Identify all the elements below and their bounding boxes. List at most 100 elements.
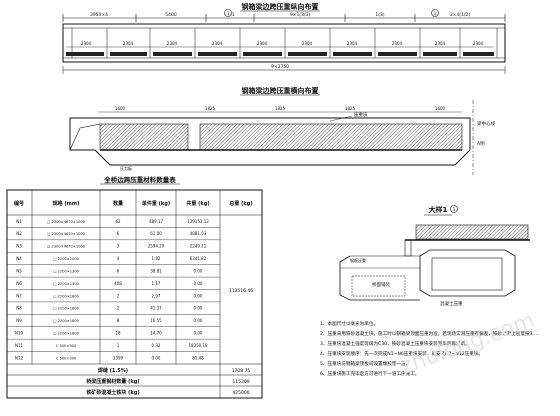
dim-section-5: 1600 xyxy=(435,106,446,111)
table-cell: N3 xyxy=(16,244,22,249)
dim-top-6: 3×4(1/2) xyxy=(450,12,470,18)
label-box-deck: 桥面铺装 xyxy=(372,281,390,288)
table-cell: 19350.18 xyxy=(188,343,208,348)
dim-total-length: 9×3750 xyxy=(271,64,289,70)
table-cell: □ 2300×4670×1000 xyxy=(47,232,86,236)
table-cell: 1.17 xyxy=(152,281,161,286)
notes: 1、本图尺寸以毫米为单位。 2、压重采用铁砂混凝土块，施工时以钢箱梁顶面压重为准，… xyxy=(320,320,539,377)
dim-top-5: 1(3) xyxy=(375,12,384,18)
table-cell: N1 xyxy=(16,219,22,224)
table-cell: C 500×300 xyxy=(56,356,77,360)
note-line: 4、压重块安装顺序：先一次完成N1~N6压重块安装，再安装N7~N12压重块。 xyxy=(320,350,483,357)
table-cell: 6341.82 xyxy=(190,256,207,261)
table-cell: 0.00 xyxy=(194,331,203,336)
table-cell: 1.82 xyxy=(152,256,161,261)
table-cell: 38.81 xyxy=(150,268,162,273)
table-cell: □ 2300×4670×1000 xyxy=(47,245,86,249)
dim-top-2: 5400 xyxy=(165,12,177,18)
cross-section-title: 钢箱梁边跨压重横向布置 xyxy=(242,86,319,95)
table-cell: □ 2200×1300 xyxy=(53,269,80,273)
table-cell: N5 xyxy=(16,268,22,273)
dim-mid-6: 2304 xyxy=(302,41,313,46)
table-cell: 139153.12 xyxy=(187,219,209,224)
table-cell: N9 xyxy=(16,318,22,323)
table-cell: 2.97 xyxy=(152,293,161,298)
summary-concrete-label: 铁矿砂混凝土铁块 (kg) xyxy=(86,389,139,396)
table-cell: N11 xyxy=(15,343,24,348)
table-cell: 0.00 xyxy=(194,293,203,298)
summary-weld-label: 焊缝 (1.5%) xyxy=(98,367,128,374)
label-centerline: 梁中心线 xyxy=(477,120,495,127)
th-qty: 数量 xyxy=(113,200,123,207)
table-cell: 8 xyxy=(117,318,120,323)
table-cell: 81.48 xyxy=(192,355,204,360)
table-cell: □ 2200×1800 xyxy=(53,294,80,298)
table-cell: N6 xyxy=(16,281,22,286)
dim-mid-9: 2304 xyxy=(435,41,446,46)
dim-mid-1: 2304 xyxy=(81,41,92,46)
label-pad: 压力板 xyxy=(120,165,132,171)
table-cell: □ 2300×4670×1000 xyxy=(47,220,86,224)
label-ballast: 压重块 xyxy=(354,111,368,118)
table-cell: 0.32 xyxy=(152,343,161,348)
table-cell: 14.70 xyxy=(150,331,162,336)
table-cell: 16.55 xyxy=(150,318,162,323)
table-cell: 2 xyxy=(117,293,120,298)
elevation-view: 3950×4 5400 9×1 9×1(3/3) 1(3) 3×4(1/2) 钢… xyxy=(62,2,506,74)
th-no: 编号 xyxy=(14,200,24,207)
table-cell: 0.00 xyxy=(194,318,203,323)
dim-mid-10: 2304 xyxy=(473,41,484,46)
dim-section-4: 1825 xyxy=(345,106,356,111)
table-cell: □ 2200×1300 xyxy=(53,282,80,286)
material-table: 全桥边跨压重材料数量表 编号 规格 (mm) 数量 单件重 (kg) 共重 (k… xyxy=(6,175,263,399)
callout-2: 1 xyxy=(434,11,437,17)
table-cell: 1 xyxy=(117,343,120,348)
table-cell: N4 xyxy=(16,256,22,261)
table-cell: N2 xyxy=(16,231,22,236)
note-line: 2、压重采用铁砂混凝土块，施工时以钢箱梁顶面压重为准，若现场实测压重有偏差，铁砂… xyxy=(320,330,539,337)
table-cell: 2249.11 xyxy=(190,244,207,249)
table-cell: 6 xyxy=(117,231,120,236)
label-concrete: 混凝土压重 xyxy=(440,300,463,307)
table-cell: 61.00 xyxy=(150,231,162,236)
dim-top-4: 9×1(3/3) xyxy=(290,12,310,18)
cross-section-view: 钢箱梁边跨压重横向布置 1600 1825 1825 1825 1600 压重块… xyxy=(69,86,495,175)
note-line: 3、压重块混凝土强度等级为C30，铁砂混凝土压重块安装完毕后再浇筑。 xyxy=(320,340,470,347)
table-cell: 0.00 xyxy=(194,306,203,311)
table-cell: □ 2200×1000 xyxy=(53,257,80,261)
summary-steel-label: 桥梁压重钢材数量 (kg) xyxy=(86,378,139,385)
th-total: 共重 (kg) xyxy=(186,200,209,207)
dim-section-3: 1825 xyxy=(275,106,286,111)
table-cell: N12 xyxy=(15,355,24,360)
table-cell: 0.00 xyxy=(194,281,203,286)
table-cell: □ 2200×1800 xyxy=(53,307,80,311)
dim-section-1: 1600 xyxy=(115,106,126,111)
note-line: 1、本图尺寸以毫米为单位。 xyxy=(320,320,378,327)
table-cell: 408 xyxy=(114,281,122,286)
label-steel: 钢板压重 xyxy=(350,257,366,263)
callout-1: 1 xyxy=(227,11,230,17)
table-cell: 0.00 xyxy=(152,355,161,360)
summary-concrete-value: 425000 xyxy=(232,390,249,396)
table-cell: 3 xyxy=(117,244,120,249)
th-grand: 总重 (kg) xyxy=(229,200,252,207)
dim-mid-7: 2304 xyxy=(347,41,358,46)
table-cell: 41.37 xyxy=(150,306,162,311)
th-unit: 单件重 (kg) xyxy=(142,200,170,207)
note-line: 5、压重块与钢箱梁顶板间设置橡胶垫一层。 xyxy=(320,360,410,367)
table-cell: □ 2200×1800 xyxy=(53,332,80,336)
table-cell: C 500×300 xyxy=(56,344,77,348)
table-cell: N8 xyxy=(16,306,22,311)
table-cell: 489.17 xyxy=(149,219,163,224)
elevation-title: 钢箱梁边跨压重纵向布置 xyxy=(242,2,319,11)
table-cell: □ 2200×1800 xyxy=(53,319,80,323)
table-title: 全桥边跨压重材料数量表 xyxy=(103,175,176,184)
table-cell: N7 xyxy=(16,293,22,298)
dim-mid-2: 2304 xyxy=(123,41,134,46)
dim-mid-5: 2304 xyxy=(257,41,268,46)
table-cell: 2 xyxy=(117,306,120,311)
table-cell: 18 xyxy=(115,331,121,336)
label-abutment-side: A侧 xyxy=(477,140,485,147)
dim-mid-3: 2304 xyxy=(167,41,178,46)
